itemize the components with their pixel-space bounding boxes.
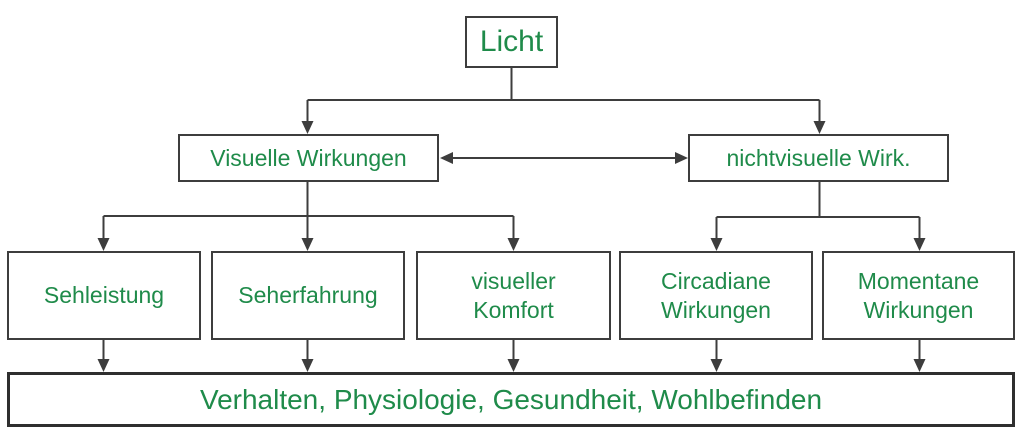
node-licht-label: Licht	[479, 25, 544, 59]
node-seherfahrung: Seherfahrung	[211, 251, 405, 340]
node-visuelle-wirkungen: Visuelle Wirkungen	[178, 134, 439, 182]
node-sehleistung-label: Sehleistung	[43, 282, 165, 309]
node-visueller-komfort-label: visueller Komfort	[471, 267, 556, 323]
node-licht: Licht	[465, 16, 558, 68]
node-momentane-wirkungen-label: Momentane Wirkungen	[857, 267, 980, 323]
node-circadiane-wirkungen-label: Circadiane Wirkungen	[661, 267, 771, 323]
node-sehleistung: Sehleistung	[7, 251, 201, 340]
node-visueller-komfort: visueller Komfort	[416, 251, 611, 340]
node-nichtvisuelle-wirkungen-label: nichtvisuelle Wirk.	[726, 144, 911, 171]
node-nichtvisuelle-wirkungen: nichtvisuelle Wirk.	[688, 134, 949, 182]
node-outcome-label: Verhalten, Physiologie, Gesundheit, Wohl…	[199, 384, 823, 415]
node-seherfahrung-label: Seherfahrung	[238, 282, 378, 309]
node-outcome: Verhalten, Physiologie, Gesundheit, Wohl…	[7, 372, 1015, 427]
node-momentane-wirkungen: Momentane Wirkungen	[822, 251, 1015, 340]
node-circadiane-wirkungen: Circadiane Wirkungen	[619, 251, 813, 340]
node-visuelle-wirkungen-label: Visuelle Wirkungen	[210, 144, 407, 171]
